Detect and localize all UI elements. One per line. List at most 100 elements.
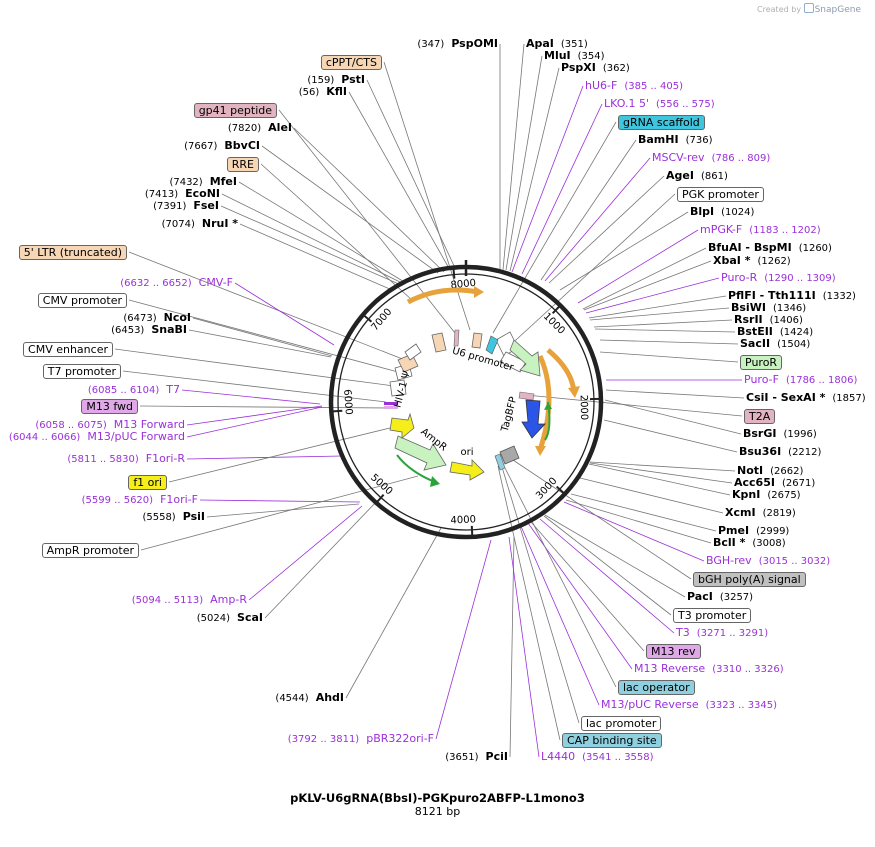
feature-label: T2A [744, 409, 776, 424]
feature-bgh-polya [499, 445, 520, 465]
feature-ampr-arc-head [430, 476, 440, 487]
label-position: (1332) [822, 291, 856, 302]
feature-label: (7391) FseI [153, 199, 219, 213]
label-leader-line [540, 139, 637, 281]
label-leader-line [504, 467, 617, 688]
label-name: AhdI [315, 691, 344, 704]
label-name: T7 [166, 383, 180, 396]
backbone-outer-circle [328, 264, 604, 540]
feature-cmv-enhancer [389, 379, 407, 397]
label-name: L4440 [541, 750, 576, 763]
feature-label: ApaI (351) [526, 37, 588, 51]
label-leader-line [139, 405, 389, 409]
label-leader-line [599, 351, 739, 363]
label-leader-line [261, 145, 439, 274]
label-leader-line [605, 389, 745, 399]
label-name: MfeI [209, 175, 237, 188]
label-leader-line [492, 121, 617, 334]
label-position: (2999) [756, 526, 790, 537]
label-position: (6085 .. 6104) [87, 385, 160, 396]
label-name: PflFI - Tth111I [728, 289, 816, 302]
label-name: T2A [749, 410, 771, 423]
label-name: F1ori-R [145, 452, 185, 465]
ruler-tick [452, 265, 456, 279]
label-name: 5' LTR (truncated) [23, 246, 122, 259]
label-name: gp41 peptide [198, 104, 272, 117]
ruler-tick [470, 525, 474, 539]
feature-f1-ori [389, 412, 415, 439]
label-name: PsiI [182, 510, 205, 523]
label-name: XbaI * [713, 254, 751, 267]
label-leader-line [293, 127, 445, 273]
ruler-tick [360, 312, 373, 323]
feature-tagbfp-arc-head [544, 402, 552, 410]
label-position: (7391) [153, 201, 187, 212]
label-leader-line [435, 539, 492, 740]
label-position: (5558) [142, 512, 176, 523]
label-position: (354) [577, 51, 605, 62]
label-position: (1857) [832, 393, 866, 404]
label-leader-line [234, 282, 335, 346]
label-position: (2819) [762, 508, 796, 519]
label-name: T3 [676, 626, 690, 639]
label-name: F1ori-F [160, 493, 198, 506]
feature-label: T3 (3271 .. 3291) [676, 626, 768, 640]
label-leader-line [579, 477, 724, 514]
label-position: (1504) [777, 339, 811, 350]
ruler-tick-label: 2000 [578, 395, 590, 421]
snapgene-watermark: Created by SnapGene [757, 3, 861, 15]
backbone-inner-circle [337, 273, 595, 531]
label-position: (1346) [772, 303, 807, 314]
label-name: M13/pUC Forward [87, 430, 185, 443]
ruler-tick [551, 303, 563, 314]
label-position: (7432) [169, 177, 203, 188]
feature-rre-arc-head [474, 286, 484, 298]
label-name: MluI [544, 49, 571, 62]
label-position: (1786 .. 1806) [785, 375, 858, 386]
feature-puror [509, 339, 541, 377]
feature-label: PspXI (362) [561, 61, 630, 75]
feature-label: (347) PspOMI [417, 37, 498, 51]
label-position: (7074) [161, 219, 195, 230]
label-position: (3651) [445, 752, 479, 763]
label-position: (56) [298, 87, 320, 98]
feature-label: M13/pUC Reverse (3323 .. 3345) [601, 698, 777, 712]
label-name: lac operator [623, 681, 690, 694]
label-leader-line [181, 389, 321, 405]
label-leader-line [220, 205, 402, 286]
label-leader-lines [114, 43, 745, 758]
label-name: PuroR [745, 356, 778, 369]
feature-label: (6473) NcoI [123, 311, 191, 325]
feature-cppt-small [471, 332, 483, 349]
label-name: bGH poly(A) signal [698, 573, 801, 586]
label-position: (3323 .. 3345) [705, 700, 778, 711]
feature-label: CsiI - SexAI * (1857) [746, 391, 866, 405]
label-name: SacII [740, 337, 771, 350]
label-position: (7667) [184, 141, 218, 152]
label-name: PspXI [561, 61, 596, 74]
label-name: BGH-rev [706, 554, 752, 567]
label-name: BsrGI [743, 427, 777, 440]
label-leader-line [548, 175, 665, 284]
feature-label: (7820) AleI [228, 121, 292, 135]
feature-label: KpnI (2675) [732, 488, 801, 502]
label-position: (786 .. 809) [711, 153, 771, 164]
label-leader-line [128, 251, 406, 361]
label-position: (5599 .. 5620) [81, 495, 154, 506]
feature-ori [449, 459, 485, 481]
feature-label: (7413) EcoNI [145, 187, 220, 201]
label-name: RRE [231, 158, 254, 171]
label-position: (6044 .. 6066) [8, 432, 81, 443]
label-name: T3 promoter [678, 609, 747, 622]
ruler-tick [329, 409, 343, 413]
label-name: LKO.1 5' [604, 97, 649, 110]
label-position: (1996) [783, 429, 817, 440]
label-leader-line [348, 91, 451, 271]
feature-label: RRE [226, 157, 259, 172]
feature-label: L4440 (3541 .. 3558) [541, 750, 654, 764]
label-position: (3541 .. 3558) [582, 752, 654, 763]
label-name: NotI [737, 464, 764, 477]
feature-label: hU6-F (385 .. 405) [585, 79, 683, 93]
label-leader-line [186, 455, 343, 460]
